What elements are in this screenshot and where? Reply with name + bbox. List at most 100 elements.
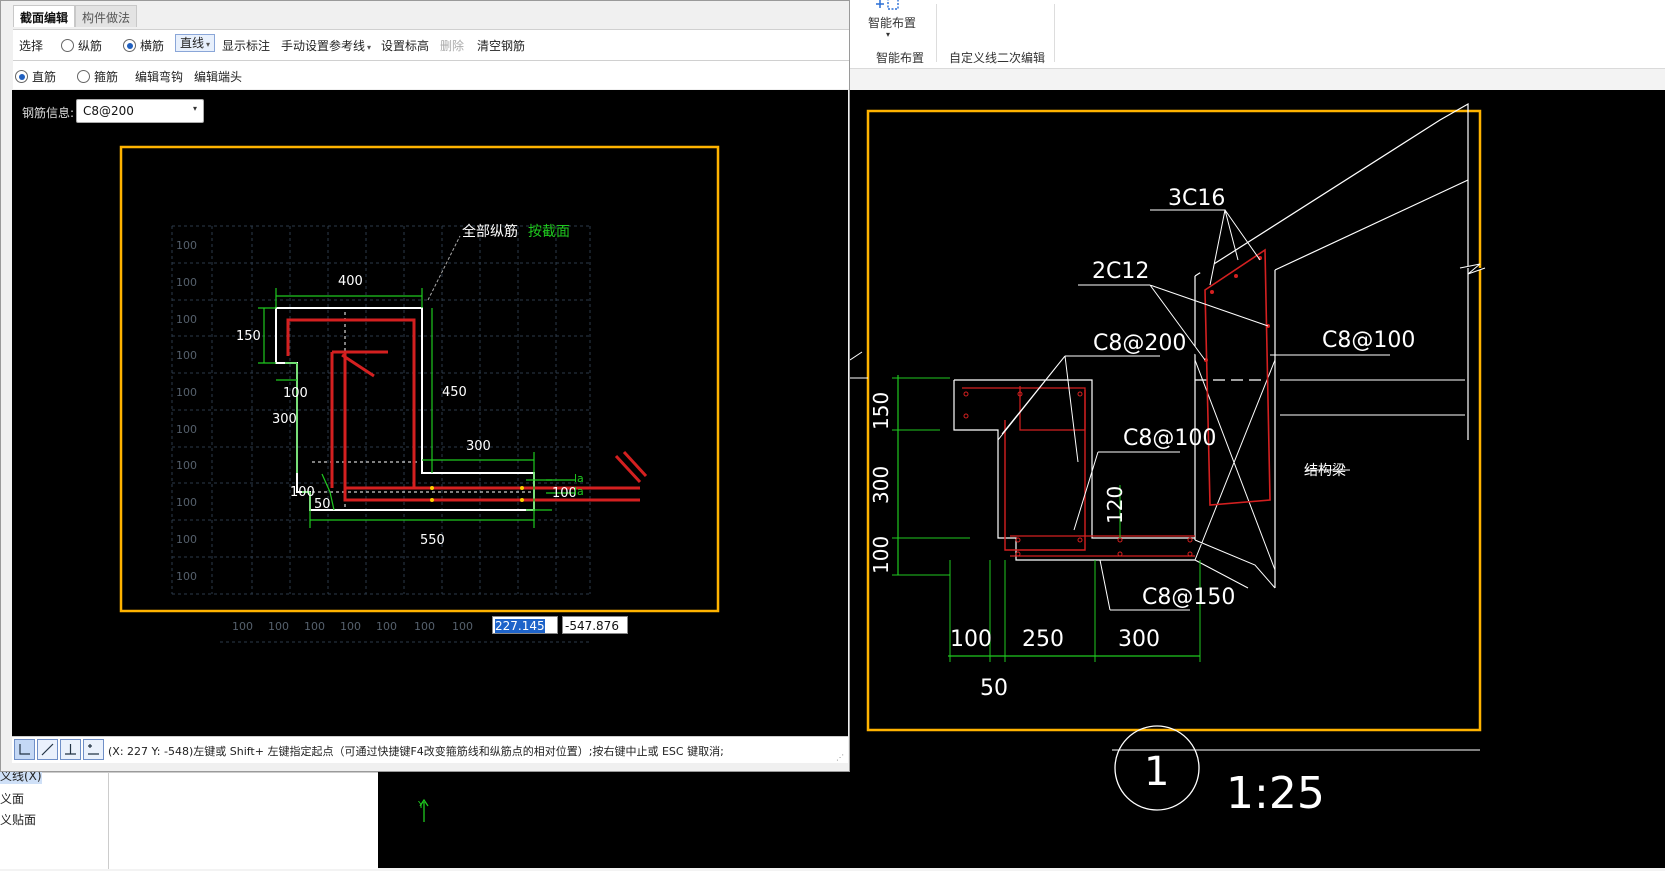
svg-text:100: 100 — [176, 423, 197, 436]
dim-100-a: 100 — [283, 386, 308, 401]
svg-text:100: 100 — [176, 496, 197, 509]
svg-text:100: 100 — [176, 533, 197, 546]
section-frame — [119, 145, 720, 613]
list-item[interactable]: 义面 — [0, 792, 25, 806]
radio-icon — [77, 70, 90, 83]
rebar-info-combo[interactable]: C8@200 ▾ — [76, 99, 204, 123]
label-c8-100-b: C8@100 — [1123, 426, 1216, 451]
smart-layout-icon[interactable] — [874, 0, 904, 15]
status-text: (X: 227 Y: -548)左键或 Shift+ 左键指定起点（可通过快捷键… — [108, 745, 724, 758]
chevron-down-icon: ▾ — [206, 40, 211, 49]
svg-text:100: 100 — [340, 620, 361, 633]
bottom-panel: 义线(X) 义面 义贴面 — [0, 767, 378, 869]
show-dimensions-button[interactable]: 显示标注 — [222, 39, 271, 53]
dim-h-100: 100 — [950, 627, 992, 652]
orthogonal-corner-icon[interactable] — [14, 739, 35, 760]
dialog-tabs: 截面编辑 构件做法 — [13, 5, 138, 27]
section-outline — [275, 307, 535, 511]
radio-checked-icon — [123, 39, 136, 52]
delete-button[interactable]: 删除 — [440, 39, 465, 53]
perpendicular-icon[interactable] — [60, 739, 81, 760]
svg-text:100: 100 — [176, 459, 197, 472]
chevron-down-icon: ▾ — [367, 43, 372, 52]
toolbar-primary: 选择 纵筋 横筋 直线▾ 显示标注 手动设置参考线▾ 设置标高 删除 清空钢筋 — [13, 29, 849, 61]
status-bar: (X: 227 Y: -548)左键或 Shift+ 左键指定起点（可通过快捷键… — [12, 736, 848, 763]
tab-component-method[interactable]: 构件做法 — [75, 5, 138, 27]
dim-50: 50 — [314, 497, 331, 512]
svg-text:100: 100 — [176, 570, 197, 583]
dim-300-b: 300 — [466, 439, 491, 454]
svg-text:100: 100 — [176, 313, 197, 326]
edit-end-button[interactable]: 编辑端头 — [194, 70, 243, 84]
dim-300-a: 300 — [272, 412, 297, 427]
label-120: 120 — [1103, 486, 1127, 524]
detail-marker-circle — [1114, 725, 1200, 811]
chevron-down-icon: ▾ — [192, 104, 197, 113]
svg-text:100: 100 — [414, 620, 435, 633]
manual-ref-line-button[interactable]: 手动设置参考线▾ — [281, 39, 372, 53]
coord-y-input[interactable]: -547.876 — [562, 616, 628, 634]
tab-section-edit[interactable]: 截面编辑 — [13, 5, 76, 27]
diagonal-line-icon[interactable] — [37, 739, 58, 760]
section-canvas[interactable]: 100 100 100 100 100 100 100 100 100 100 … — [12, 90, 848, 736]
line-mode-dropdown[interactable]: 直线▾ — [175, 34, 216, 52]
label-c8-200: C8@200 — [1093, 331, 1186, 356]
longitudinal-radio[interactable]: 纵筋 — [61, 37, 102, 54]
rebar-info-label: 钢筋信息: — [22, 106, 75, 120]
svg-text:100: 100 — [452, 620, 473, 633]
list-item[interactable]: 义贴面 — [0, 813, 37, 827]
clear-rebar-button[interactable]: 清空钢筋 — [477, 39, 526, 53]
svg-text:100: 100 — [176, 239, 197, 252]
annotation-by-section: 按截面 — [528, 224, 570, 240]
detail-scale: 1:25 — [1226, 768, 1325, 819]
rebar-stirrup — [286, 318, 416, 490]
stirrup-radio[interactable]: 箍筋 — [77, 68, 118, 85]
edit-hook-button[interactable]: 编辑弯钩 — [135, 70, 184, 84]
dim-150: 150 — [236, 329, 261, 344]
dim-h-50: 50 — [980, 676, 1008, 701]
straight-bar-radio[interactable]: 直筋 — [15, 68, 56, 85]
svg-text:Y: Y — [417, 800, 425, 811]
radio-checked-icon — [15, 70, 28, 83]
dim-100-c: 100 — [552, 486, 577, 501]
dim-la-1: la — [574, 472, 584, 485]
ribbon-divider — [1054, 4, 1055, 62]
svg-text:100: 100 — [268, 620, 289, 633]
label-c8-100-a: C8@100 — [1322, 328, 1415, 353]
dim-h-250: 250 — [1022, 627, 1064, 652]
main-drawing-canvas[interactable]: 3C16 2C12 C8@200 C8@100 C8@100 120 结构梁 C… — [849, 90, 1665, 868]
svg-text:100: 100 — [376, 620, 397, 633]
svg-text:100: 100 — [232, 620, 253, 633]
rebar-info-value: C8@200 — [83, 104, 134, 118]
dim-400: 400 — [338, 274, 363, 289]
dim-100-b: 100 — [290, 485, 315, 500]
group-smart-layout: 智能布置 — [876, 51, 925, 65]
ribbon-divider — [936, 4, 937, 62]
set-elevation-button[interactable]: 设置标高 — [381, 39, 430, 53]
label-c8-150: C8@150 — [1142, 585, 1235, 610]
toolbar-secondary: 直筋 箍筋 编辑弯钩 编辑端头 — [13, 61, 849, 89]
smart-layout-button[interactable]: 智能布置 — [868, 16, 917, 30]
bottom-canvas[interactable]: Y — [378, 772, 850, 868]
transverse-radio[interactable]: 横筋 — [123, 37, 164, 54]
resize-grip-icon[interactable]: ⋰ — [836, 753, 844, 762]
label-2c12: 2C12 — [1092, 259, 1149, 284]
svg-text:100: 100 — [176, 276, 197, 289]
svg-text:100: 100 — [304, 620, 325, 633]
chevron-down-icon[interactable]: ▾ — [886, 30, 891, 39]
dim-v-150: 150 — [869, 392, 893, 430]
label-structural-beam: 结构梁 — [1304, 463, 1346, 479]
dim-550: 550 — [420, 533, 445, 548]
svg-text:100: 100 — [176, 349, 197, 362]
group-custom-line-edit: 自定义线二次编辑 — [949, 51, 1046, 65]
svg-text:100: 100 — [176, 386, 197, 399]
radio-icon — [61, 39, 74, 52]
dim-h-300: 300 — [1118, 627, 1160, 652]
background-ribbon: 智能布置 ▾ 智能布置 自定义线二次编辑 — [850, 0, 1665, 69]
detail-number: 1 — [1144, 749, 1169, 795]
select-button[interactable]: 选择 — [19, 39, 44, 53]
add-line-icon[interactable] — [83, 739, 104, 760]
grid — [171, 225, 591, 643]
label-3c16: 3C16 — [1168, 186, 1225, 211]
coord-x-input[interactable]: 227.145 — [492, 616, 558, 634]
